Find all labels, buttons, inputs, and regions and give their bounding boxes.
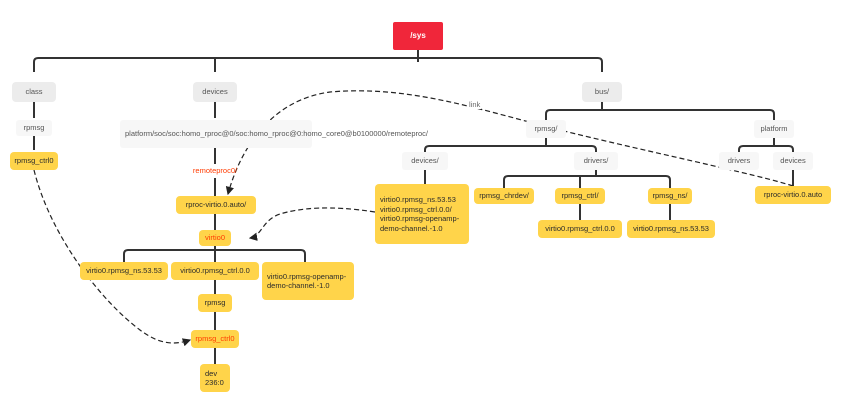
devices-demo-channel-node: virtio0.rpmsg-openamp-demo-channel.-1.0 — [262, 262, 354, 300]
rpmsg-ns-dir-node: rpmsg_ns/ — [648, 188, 692, 204]
bus-platform-node: platform — [754, 120, 794, 138]
devices-node: devices — [193, 82, 237, 102]
virtio0-node: virtio0 — [199, 230, 231, 246]
bus-drivers-dir-node: drivers/ — [574, 152, 618, 170]
bus-devices-list-node: virtio0.rpmsg_ns.53.53 virtio0.rpmsg_ctr… — [375, 184, 469, 244]
platform-path-node: platform/soc/soc:homo_rproc@0/soc:homo_r… — [120, 120, 428, 148]
link-label: link — [468, 100, 482, 109]
bus-devices-dir-node: devices/ — [402, 152, 448, 170]
devices-ns-node: virtio0.rpmsg_ns.53.53 — [80, 262, 168, 280]
class-node: class — [12, 82, 56, 102]
rpmsg-ctrl-dir-node: rpmsg_ctrl/ — [555, 188, 605, 204]
class-rpmsg-ctrl0-node: rpmsg_ctrl0 — [10, 152, 58, 170]
remoteproc0-node: remoteproc0/ — [192, 166, 238, 176]
platform-devices-node: devices — [773, 152, 813, 170]
symlink-arrows — [33, 90, 794, 347]
platform-rproc-auto-node: rproc-virtio.0.auto — [755, 186, 831, 204]
devices-rpmsg-ctrl0-node: rpmsg_ctrl0 — [191, 330, 239, 348]
bus-rpmsg-node: rpmsg/ — [526, 120, 566, 138]
rpmsg-chrdev-node: rpmsg_chrdev/ — [474, 188, 534, 204]
bus-ns-child-node: virtio0.rpmsg_ns.53.53 — [627, 220, 715, 238]
bus-node: bus/ — [582, 82, 622, 102]
platform-drivers-node: drivers — [719, 152, 759, 170]
class-rpmsg-node: rpmsg — [16, 120, 52, 136]
bus-ctrl-child-node: virtio0.rpmsg_ctrl.0.0 — [538, 220, 622, 238]
dev-number-node: dev 236:0 — [200, 364, 230, 392]
devices-rpmsg-node: rpmsg — [198, 294, 232, 312]
root-node: /sys — [393, 22, 443, 50]
devices-ctrl-node: virtio0.rpmsg_ctrl.0.0 — [171, 262, 259, 280]
rproc-virtio-node: rproc-virtio.0.auto/ — [176, 196, 256, 214]
tree-edges — [33, 50, 794, 364]
